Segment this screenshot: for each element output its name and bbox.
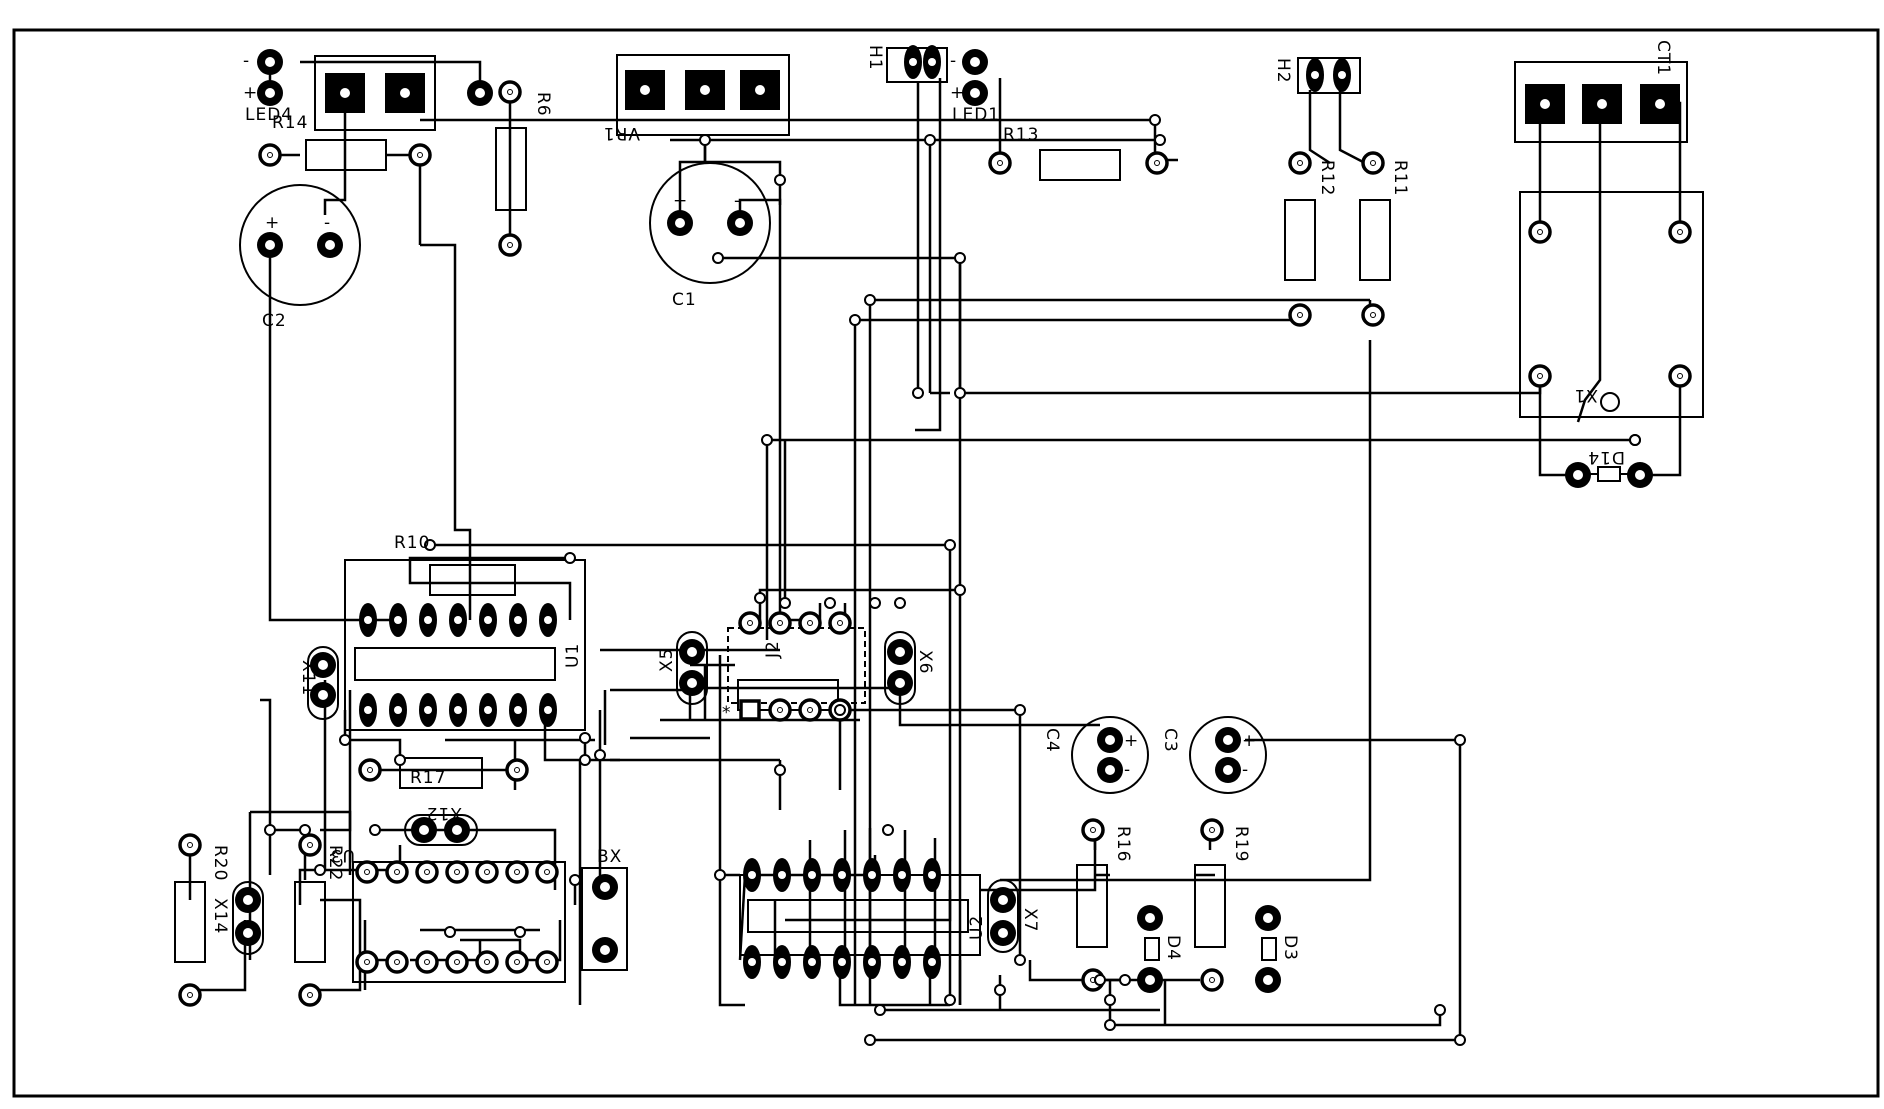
label-r14: R14 bbox=[272, 113, 308, 133]
resistor-r22-body bbox=[294, 881, 326, 963]
label-d14: D14 bbox=[1587, 447, 1625, 467]
resistor-r16-body bbox=[1076, 864, 1108, 948]
label-r11: R11 bbox=[1390, 160, 1410, 196]
capacitor-c3-outline bbox=[1189, 716, 1267, 794]
label-r22: R22 bbox=[325, 845, 345, 881]
polarity-plus-c2: + bbox=[265, 213, 280, 233]
label-r17: R17 bbox=[410, 768, 446, 788]
label-r20: R20 bbox=[210, 845, 230, 881]
transformer-body bbox=[1519, 191, 1704, 418]
polarity-plus-c3: + bbox=[1242, 731, 1257, 751]
label-x14: X14 bbox=[210, 898, 230, 934]
label-c1: C1 bbox=[672, 290, 697, 310]
connector-top-left-body bbox=[314, 55, 436, 131]
capacitor-c1-outline bbox=[649, 162, 771, 284]
label-r12: R12 bbox=[1317, 160, 1337, 196]
crystal-x12-body bbox=[404, 814, 478, 846]
label-u2: U2 bbox=[967, 915, 987, 940]
crystal-x7-body bbox=[987, 879, 1019, 953]
ic-u1-body bbox=[344, 559, 586, 731]
label-bx: BX bbox=[597, 847, 622, 867]
connector-ct1-body bbox=[1514, 61, 1688, 143]
polarity-plus-led1: + bbox=[950, 83, 965, 103]
round-pads bbox=[178, 80, 1692, 1007]
label-x6: X6 bbox=[915, 650, 935, 674]
resistor-r19-body bbox=[1194, 864, 1226, 948]
diode-d3-body bbox=[1261, 937, 1277, 961]
label-h1: H1 bbox=[865, 45, 885, 71]
label-ct1: CT1 bbox=[1653, 40, 1673, 76]
label-r6: R6 bbox=[533, 92, 553, 117]
label-x5: X5 bbox=[657, 648, 677, 672]
label-r10: R10 bbox=[394, 533, 430, 553]
label-c3: C3 bbox=[1160, 728, 1180, 753]
label-led4: LED4 bbox=[245, 105, 293, 125]
crystal-x1-body bbox=[307, 646, 339, 720]
label-c4: C4 bbox=[1042, 728, 1062, 753]
square-pads bbox=[325, 70, 1680, 124]
polarity-plus-c4: + bbox=[1124, 731, 1139, 751]
label-led1: LED1 bbox=[952, 105, 1000, 125]
polarity-minus-led4: - bbox=[243, 51, 250, 71]
labels: LED4 R14 R6 VR1 H1 LED1 R13 H2 R12 R11 C… bbox=[210, 40, 1673, 961]
label-x1: X1 bbox=[1574, 385, 1598, 405]
transformer-marker bbox=[1600, 392, 1620, 412]
resistor-r6-body bbox=[495, 127, 527, 211]
component-outlines bbox=[174, 47, 1704, 983]
label-r19: R19 bbox=[1231, 826, 1251, 862]
label-x12: X12 bbox=[426, 803, 462, 823]
resistor-r14-body bbox=[305, 139, 387, 171]
resistor-r11-body bbox=[1359, 199, 1391, 281]
polarity-minus-c1: - bbox=[734, 191, 741, 211]
crystal-x6-body bbox=[884, 631, 916, 705]
label-x11: X11 bbox=[298, 660, 318, 696]
crystal-x5-body bbox=[676, 631, 708, 705]
capacitor-c2-outline bbox=[239, 184, 361, 306]
label-star: * bbox=[722, 703, 732, 723]
diode-d14-body bbox=[1597, 466, 1621, 482]
big-round-pads bbox=[235, 49, 1653, 993]
capacitor-c4-outline bbox=[1071, 716, 1149, 794]
polarity-minus-led1: - bbox=[950, 51, 957, 71]
label-vr: VR1 bbox=[603, 123, 640, 143]
label-u1: U1 bbox=[563, 643, 583, 668]
j2-square-pad bbox=[739, 699, 761, 721]
connector-bx-body bbox=[581, 867, 628, 971]
label-c2: C2 bbox=[262, 311, 287, 331]
label-r13: R13 bbox=[1003, 125, 1039, 145]
resistor-r17-body bbox=[399, 757, 483, 789]
polarity-plus-c1: + bbox=[673, 191, 688, 211]
header-h2-body bbox=[1297, 57, 1361, 94]
ic-u2-body bbox=[739, 874, 981, 956]
polarity-minus-c2: - bbox=[324, 213, 331, 233]
label-d3: D3 bbox=[1280, 935, 1300, 961]
polarity-plus-led4: + bbox=[243, 83, 258, 103]
polarity-minus-c3: - bbox=[1242, 760, 1249, 780]
resistor-r10-body bbox=[429, 564, 516, 596]
label-d4: D4 bbox=[1163, 935, 1183, 961]
ic-j2-body bbox=[727, 627, 866, 704]
crystal-x14-body bbox=[232, 881, 264, 955]
resistor-r12-body bbox=[1284, 199, 1316, 281]
polarity-minus-c4: - bbox=[1124, 760, 1131, 780]
resistor-r20-body bbox=[174, 881, 206, 963]
label-j2: J2 bbox=[763, 640, 783, 659]
resistor-r13-body bbox=[1039, 149, 1121, 181]
ic-u1-notch bbox=[354, 647, 556, 681]
label-x7: X7 bbox=[1020, 908, 1040, 932]
board-outline bbox=[12, 28, 1880, 1098]
label-u3: U3 bbox=[330, 845, 355, 865]
label-h2: H2 bbox=[1273, 58, 1293, 84]
diode-d4-body bbox=[1144, 937, 1160, 961]
ic-u2-notch bbox=[747, 899, 969, 933]
label-r16: R16 bbox=[1113, 826, 1133, 862]
